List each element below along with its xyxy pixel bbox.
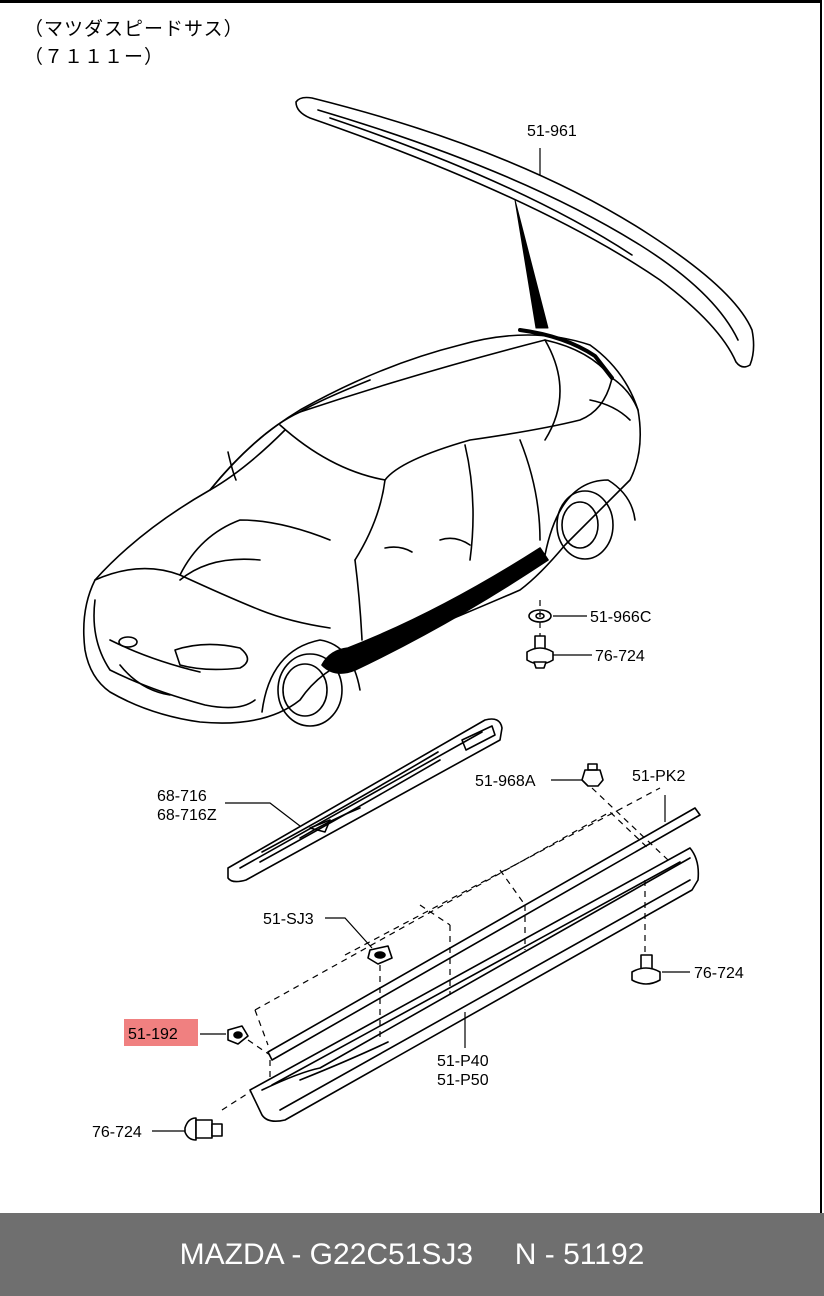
label-51-192: 51-192 xyxy=(128,1026,178,1043)
leader-lines xyxy=(152,148,690,1132)
label-76-724-lower: 76-724 xyxy=(92,1124,142,1141)
nut-part-SJ3 xyxy=(367,945,393,965)
header-line-2: （７１１１ー） xyxy=(24,47,165,68)
label-68-716: 68-716 xyxy=(157,788,207,805)
bolt-part-lower xyxy=(184,1117,223,1141)
footer-part-code: MAZDA - G22C51SJ3 xyxy=(179,1237,474,1271)
footer-spacer xyxy=(473,1238,515,1272)
highlight-box xyxy=(124,1019,198,1046)
label-51-SJ3: 51-SJ3 xyxy=(263,911,314,928)
bolt-part-right xyxy=(631,954,661,985)
side-skirt-part xyxy=(249,847,700,1122)
parts-diagram: 51-961 51-966C 76-724 51-968A 51-PK2 68-… xyxy=(82,96,755,1141)
scuff-plate-part xyxy=(227,718,503,883)
label-51-P50: 51-P50 xyxy=(437,1072,489,1089)
clip-part-968A xyxy=(581,763,604,787)
footer-bar: MAZDA - G22C51SJ3 N - 51192 xyxy=(0,1213,824,1296)
spoiler-mount-strip xyxy=(514,199,549,329)
diagram-frame xyxy=(0,0,822,1213)
label-51-966C: 51-966C xyxy=(590,609,651,626)
label-76-724-right: 76-724 xyxy=(694,965,744,982)
car-side-skirt-strip xyxy=(321,547,549,674)
trim-strip-part xyxy=(267,807,701,1061)
label-68-716Z: 68-716Z xyxy=(157,807,217,824)
car-body-illustration xyxy=(82,328,642,727)
label-51-968A: 51-968A xyxy=(475,773,536,790)
label-51-P40: 51-P40 xyxy=(437,1053,489,1070)
header-line-1: （マツダスピードサス） xyxy=(24,19,244,40)
bolt-part-upper xyxy=(526,635,554,669)
rear-spoiler-part xyxy=(295,96,755,368)
label-51-PK2: 51-PK2 xyxy=(632,768,685,785)
label-51-961: 51-961 xyxy=(527,123,577,140)
label-76-724-upper: 76-724 xyxy=(595,648,645,665)
footer-part-number: N - 51192 xyxy=(514,1237,645,1271)
clip-part-192 xyxy=(227,1025,249,1045)
assembly-dashed-lines xyxy=(221,600,669,1111)
